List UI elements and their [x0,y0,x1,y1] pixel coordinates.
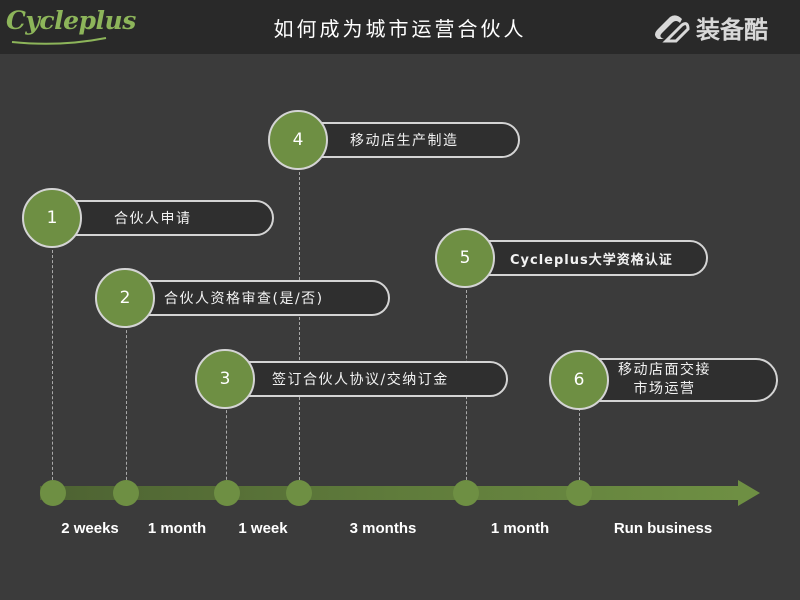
milestone-3 [214,480,240,506]
timeline-bar [40,486,740,500]
step-6-pill: 移动店面交接 市场运营 [578,358,778,402]
connector-line-6 [579,408,580,490]
duration-label-6: Run business [613,520,713,537]
step-4-label: 移动店生产制造 [350,133,459,149]
step-4-pill: 移动店生产制造 [298,122,520,158]
step-2-pill: 合伙人资格审查(是/否) [124,280,390,316]
milestone-2 [113,480,139,506]
step-1-pill: 合伙人申请 [50,200,274,236]
connector-line-3 [226,405,227,490]
connector-line-2 [126,325,127,490]
duration-label-3: 1 week [238,520,288,537]
step-1-circle: 1 [22,188,82,248]
step-6-label: 移动店面交接 市场运营 [618,361,711,399]
step-3-label: 签订合伙人协议/交纳订金 [272,372,449,388]
duration-label-1: 2 weeks [61,520,119,537]
step-1-label: 合伙人申请 [114,211,192,227]
step-4-circle: 4 [268,110,328,170]
page-title: 如何成为城市运营合伙人 [273,17,527,41]
step-6-label-line2: 市场运营 [633,381,696,397]
brand-name: 装备酷 [696,16,768,44]
milestone-1 [40,480,66,506]
milestone-6 [566,480,592,506]
milestone-4 [286,480,312,506]
duration-label-4: 3 months [349,520,417,537]
brand-mark-icon [655,14,690,42]
connector-line-4 [299,172,300,490]
step-3-circle: 3 [195,349,255,409]
duration-label-5: 1 month [490,520,550,537]
step-5-pill: Cycleplus大学资格认证 [464,240,708,276]
zhuangbeiku-logo: 装备酷 [652,10,768,45]
step-6-label-line1: 移动店面交接 [618,362,711,378]
milestone-5 [453,480,479,506]
connector-line-1 [52,250,53,490]
header-bar: Cycleplus 如何成为城市运营合伙人 装备酷 [0,0,800,54]
step-5-circle: 5 [435,228,495,288]
step-6-circle: 6 [549,350,609,410]
timeline-arrowhead [738,480,760,506]
cycleplus-logo: Cycleplus [6,6,136,35]
step-2-label: 合伙人资格审查(是/否) [164,291,324,307]
step-3-pill: 签订合伙人协议/交纳订金 [224,361,508,397]
step-2-circle: 2 [95,268,155,328]
logo-swoosh-icon [11,37,107,45]
duration-label-2: 1 month [147,520,207,537]
step-5-label: Cycleplus大学资格认证 [510,252,673,268]
